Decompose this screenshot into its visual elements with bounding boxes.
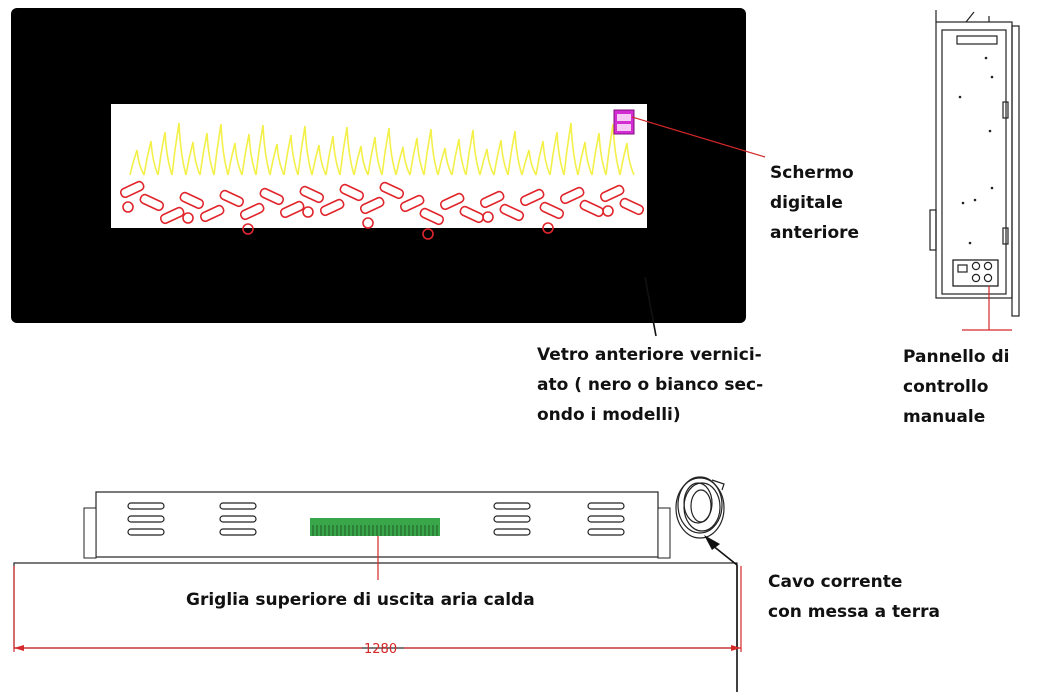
panel-label: Pannello di controllo manuale <box>903 347 1010 427</box>
top-view: 1280 <box>13 476 742 692</box>
grille-label: Griglia superiore di uscita aria calda <box>186 590 535 610</box>
digital-display-icon <box>613 109 635 135</box>
log-pattern <box>119 180 645 240</box>
side-view <box>929 10 1020 331</box>
fireplace-body-top <box>13 562 738 649</box>
screen-label: Schermo digitale anteriore <box>770 163 860 243</box>
glass-leader-line <box>644 276 657 337</box>
cable-arrow <box>704 535 720 550</box>
power-cable-coil <box>675 476 725 539</box>
dimension-line <box>13 566 742 652</box>
vent-slots <box>127 502 625 536</box>
glass-label: Vetro anteriore vernici- ato ( nero o bi… <box>537 345 764 425</box>
cable-label: Cavo corrente con messa a terra <box>768 572 940 622</box>
dimension-width: 1280 <box>364 642 397 657</box>
flame-pattern <box>129 122 635 176</box>
screen-leader-line <box>631 116 766 158</box>
manual-control-panel <box>952 259 999 287</box>
hot-air-outlet-grille <box>310 518 440 536</box>
front-view <box>11 8 766 337</box>
